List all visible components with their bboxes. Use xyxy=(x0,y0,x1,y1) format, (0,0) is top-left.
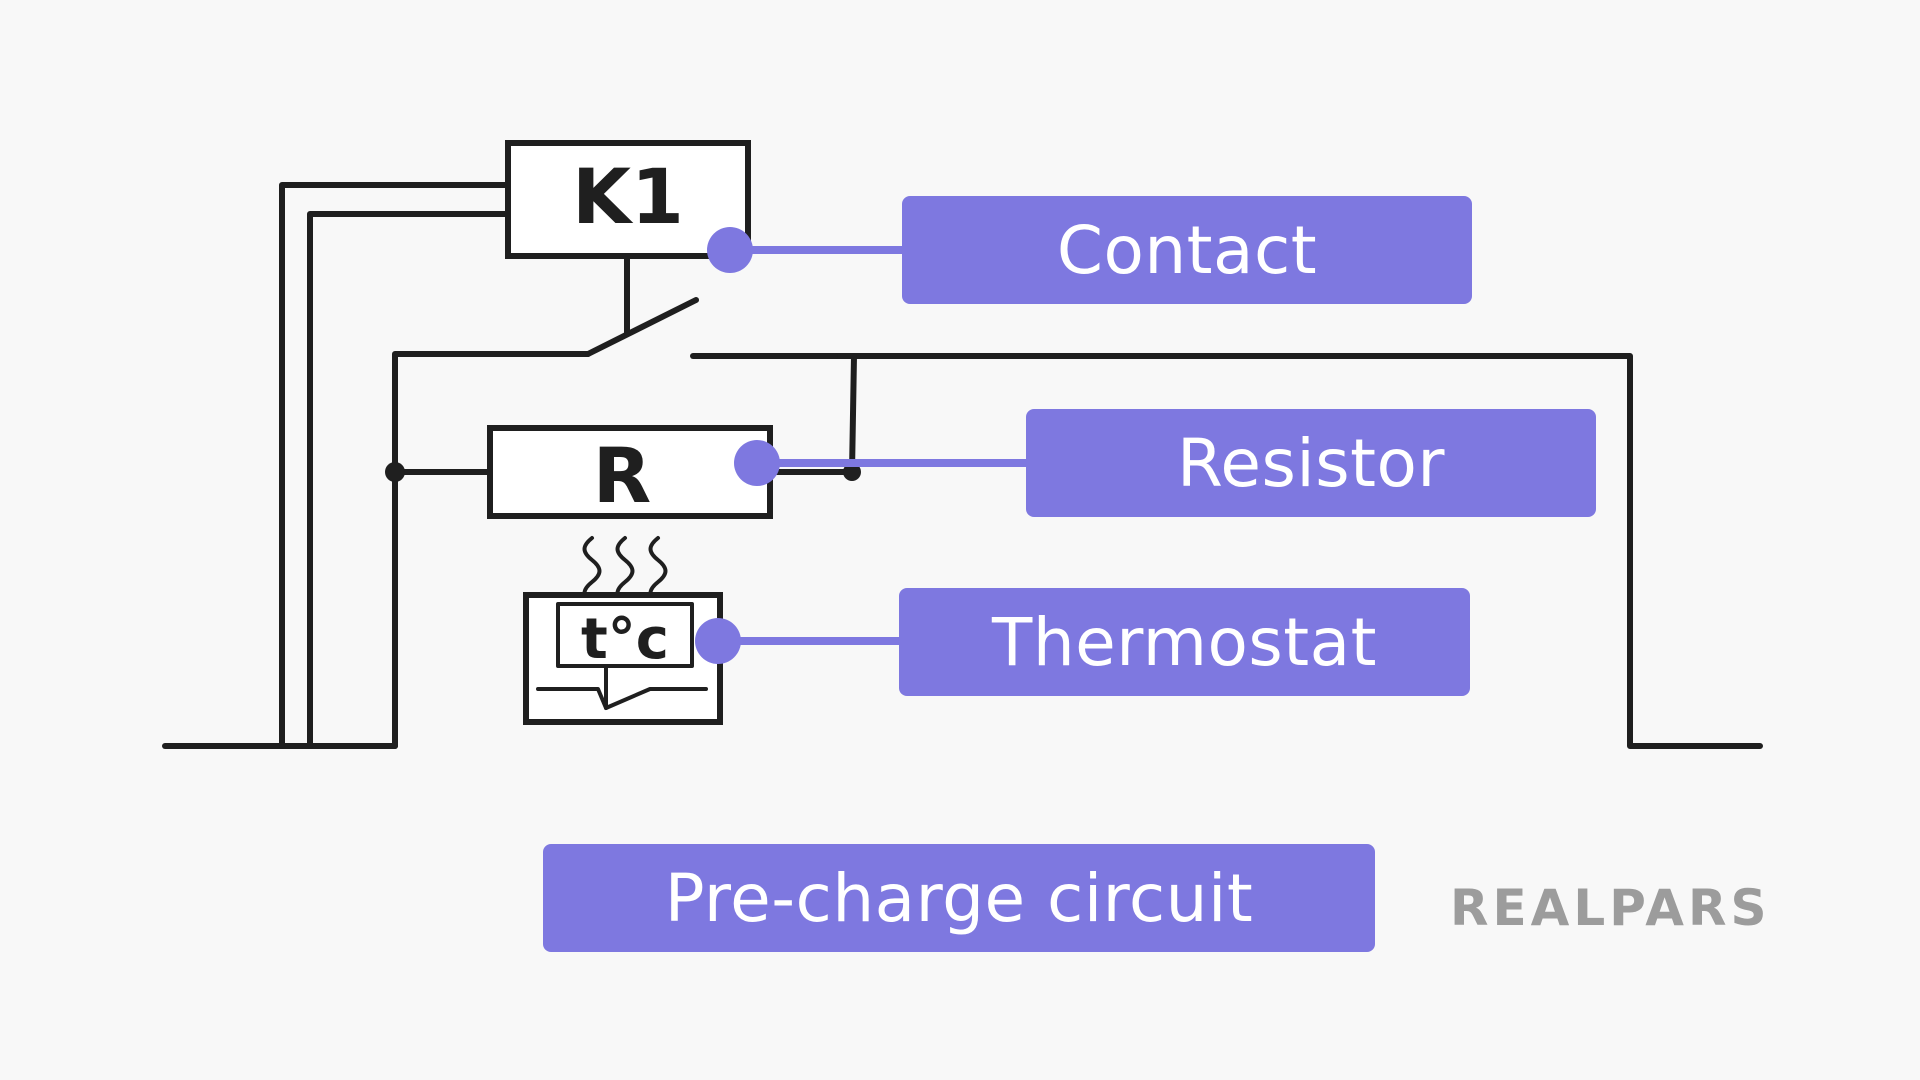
contact-leader-dot xyxy=(707,227,753,273)
resistor-leader-dot xyxy=(734,440,780,486)
thermostat-leader-dot xyxy=(695,618,741,664)
bottom-bus-right xyxy=(832,353,1763,749)
contactor-k1-label: K1 xyxy=(572,152,684,241)
resistor-callout: Resistor xyxy=(1026,409,1596,517)
main-left-conductor xyxy=(392,351,591,749)
resistor-right-lead xyxy=(767,353,857,475)
thermostat-label: t°c xyxy=(581,607,669,672)
junction-left xyxy=(385,462,405,482)
junction-right xyxy=(843,463,861,481)
contact-callout: Contact xyxy=(902,196,1472,304)
caption-callout: Pre-charge circuit xyxy=(543,844,1375,952)
resistor-label: R xyxy=(593,431,652,520)
contactor-k1-box xyxy=(505,140,751,259)
thermostat-callout: Thermostat xyxy=(899,588,1470,696)
coil-lead-outer xyxy=(279,182,511,749)
realpars-logo: REALPARS xyxy=(1450,879,1771,937)
thermostat-display xyxy=(556,602,694,668)
contact-switch-blade xyxy=(585,297,699,357)
coil-lead-inner xyxy=(307,211,511,749)
